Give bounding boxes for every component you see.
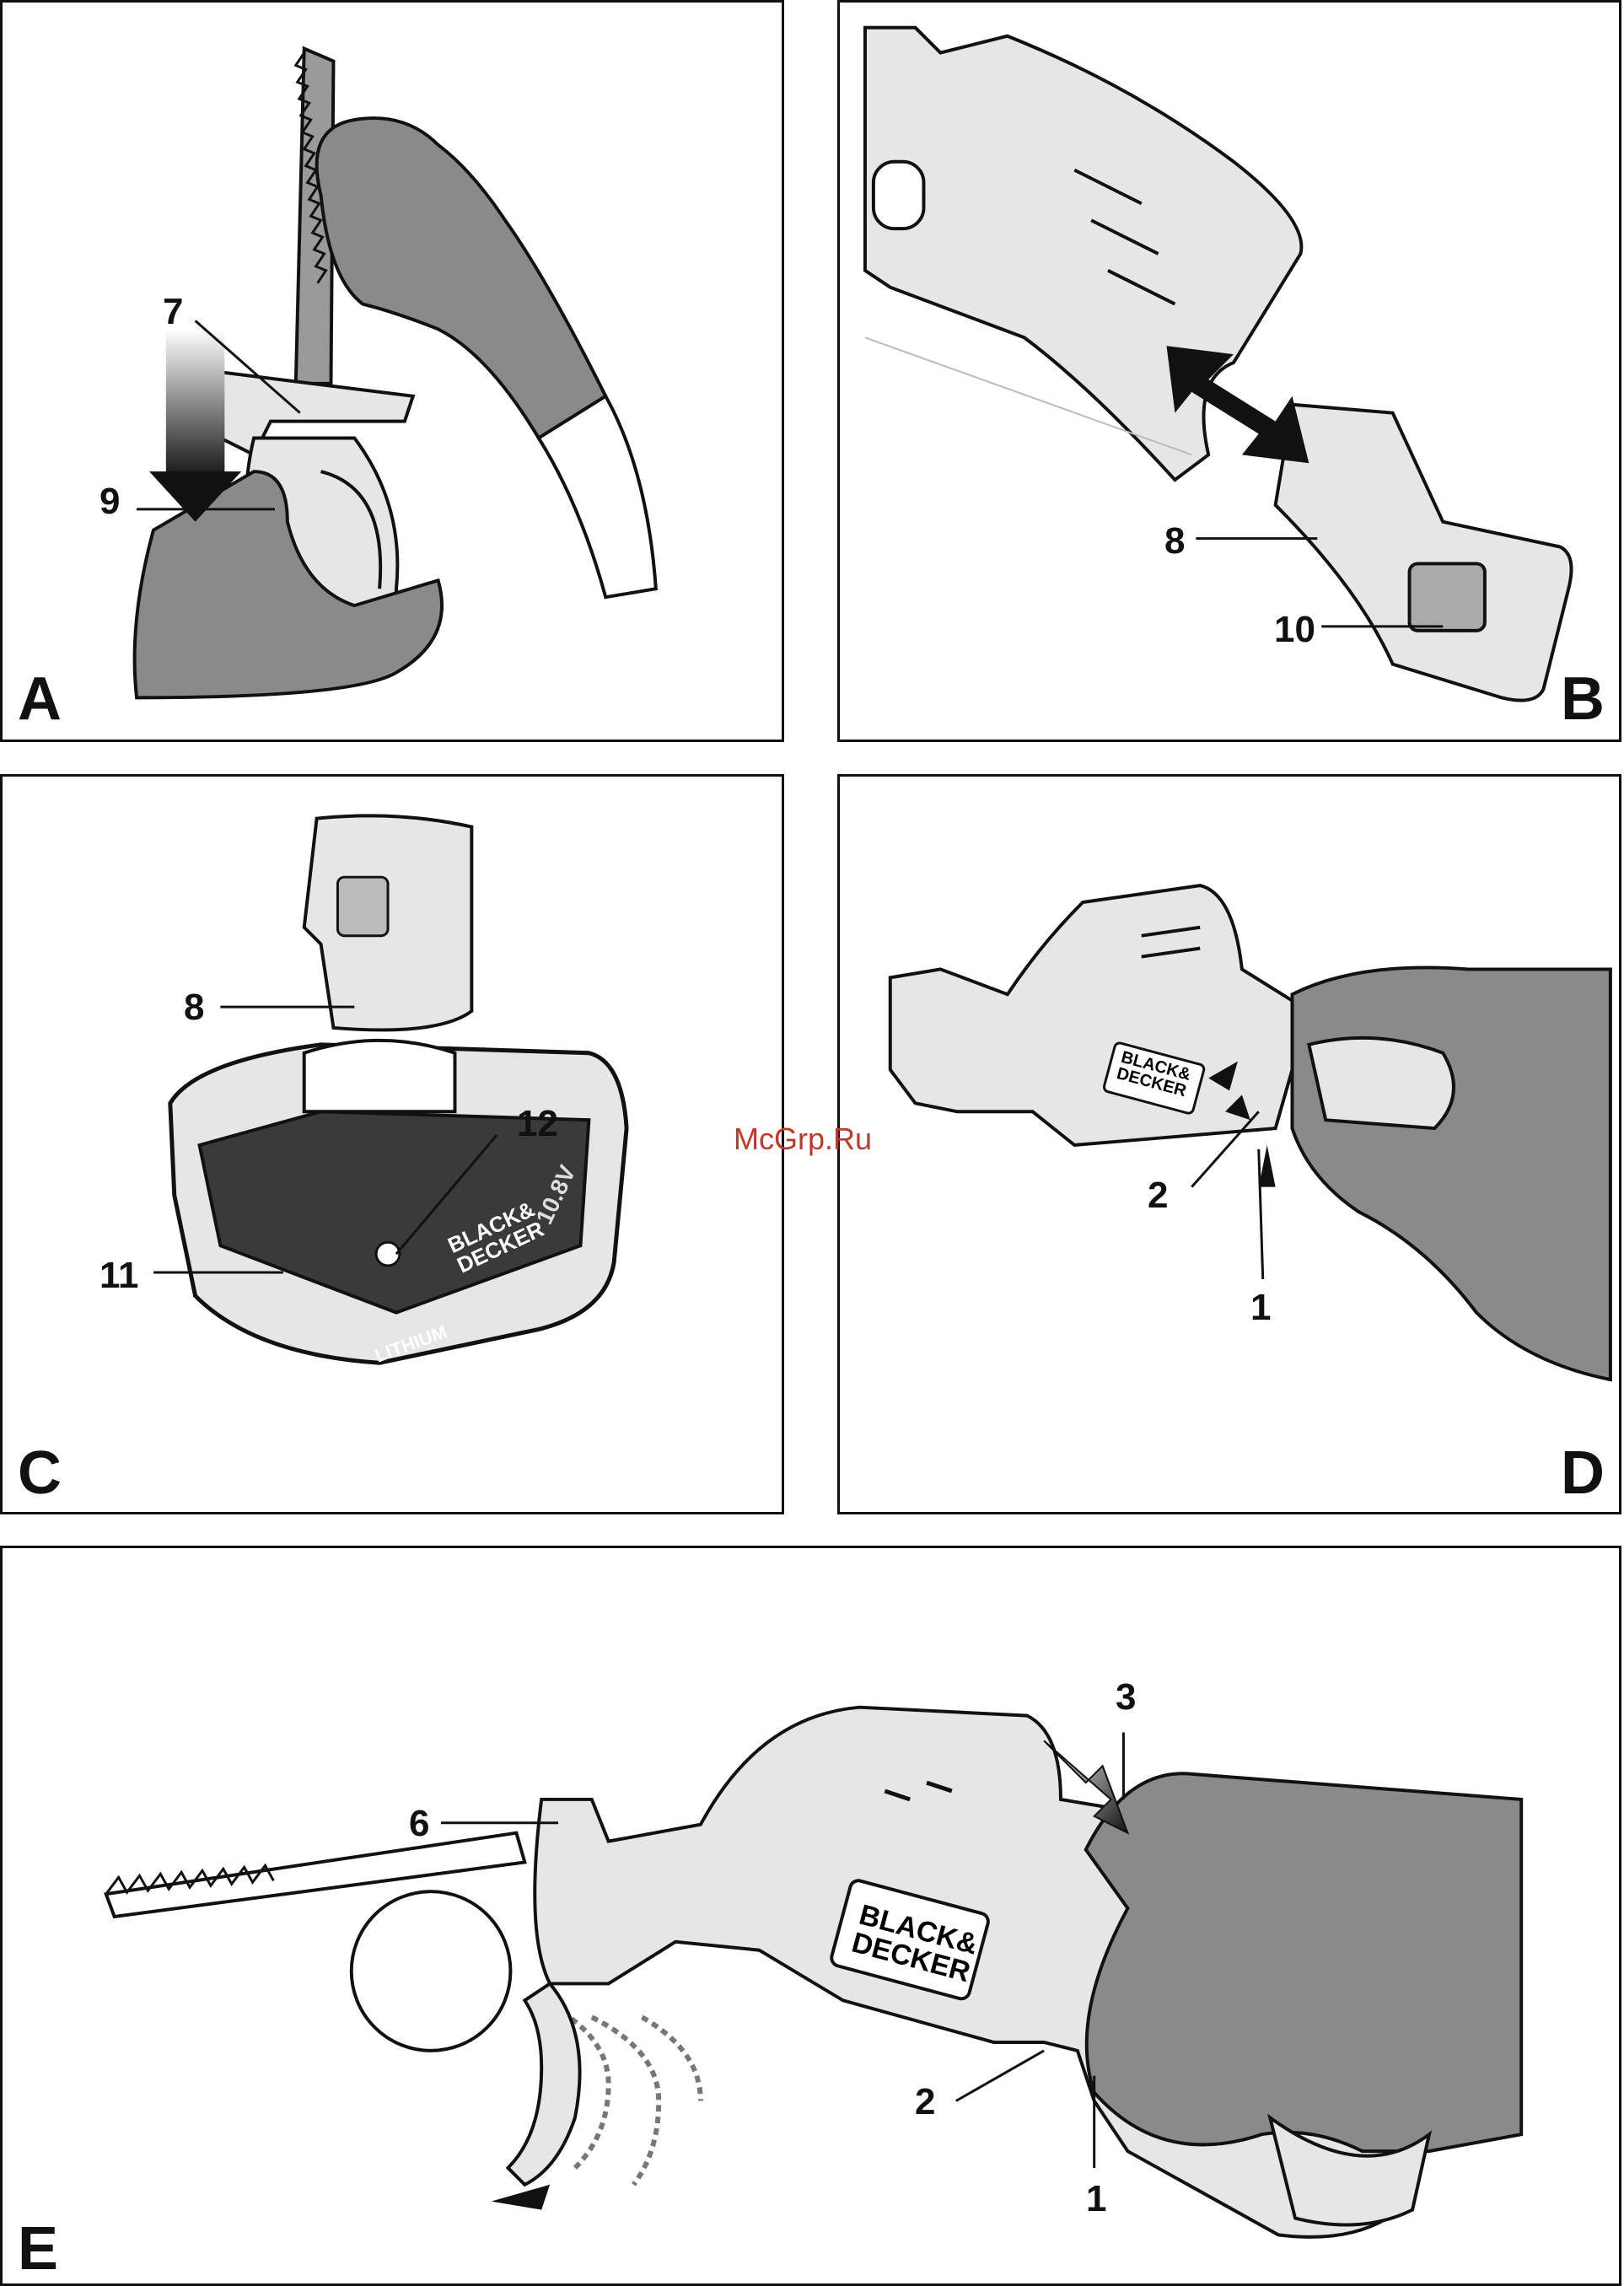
figure-panel-b: 8 10 B bbox=[837, 0, 1621, 742]
callout-1: 1 bbox=[1250, 1289, 1271, 1326]
panel-label-b: B bbox=[1561, 669, 1605, 729]
figure-panel-d: BLACK& DECKER 2 1 D bbox=[837, 774, 1621, 1514]
figure-panel-c: BLACK& DECKER 10.8V LITHIUM 8 12 11 C bbox=[0, 774, 784, 1514]
callout-7: 7 bbox=[163, 293, 183, 331]
callout-1: 1 bbox=[1086, 2181, 1106, 2218]
callout-12: 12 bbox=[517, 1105, 558, 1143]
saw-body bbox=[890, 885, 1309, 1145]
callout-9: 9 bbox=[99, 483, 120, 520]
panel-c-illustration bbox=[3, 777, 782, 1512]
panel-label-c: C bbox=[18, 1443, 62, 1503]
battery-pack bbox=[1276, 405, 1572, 701]
figure-panel-a: 7 9 A bbox=[0, 0, 784, 742]
callout-10: 10 bbox=[1274, 611, 1315, 648]
panel-e-illustration bbox=[3, 1548, 1619, 2283]
panel-label-e: E bbox=[18, 2219, 58, 2279]
watermark: McGrp.Ru bbox=[734, 1121, 872, 1157]
swing-foot bbox=[508, 1983, 579, 2184]
rotate-arrow bbox=[492, 2185, 551, 2210]
glove-hand bbox=[1292, 967, 1610, 1380]
callout-6: 6 bbox=[409, 1805, 429, 1842]
panel-label-a: A bbox=[18, 669, 62, 729]
callout-2: 2 bbox=[1148, 1177, 1168, 1214]
panel-a-illustration bbox=[3, 3, 782, 740]
workpiece bbox=[352, 1891, 511, 2051]
up-arrow bbox=[1259, 1145, 1276, 1187]
callout-3: 3 bbox=[1116, 1679, 1136, 1716]
glove-hand bbox=[1086, 1773, 1521, 2151]
panel-label-d: D bbox=[1561, 1443, 1605, 1503]
callout-8: 8 bbox=[184, 989, 204, 1026]
callout-8: 8 bbox=[1164, 523, 1185, 560]
callout-2: 2 bbox=[915, 2084, 935, 2121]
figure-panel-e: BLACK& DECKER 3 6 2 1 E bbox=[0, 1546, 1621, 2286]
panel-d-illustration bbox=[840, 777, 1619, 1512]
callout-11: 11 bbox=[99, 1257, 139, 1294]
panel-b-illustration bbox=[840, 3, 1619, 740]
